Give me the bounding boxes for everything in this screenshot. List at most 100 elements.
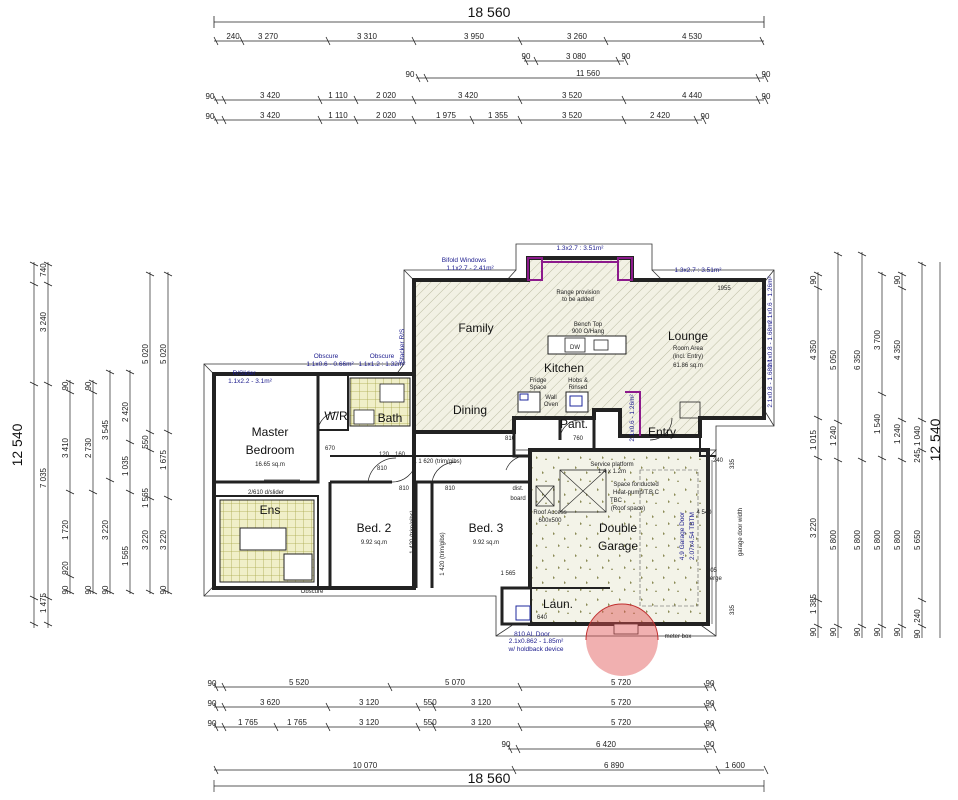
bottom-dim-row-3: 90 1 765 1 765 3 120 550 3 120 5 720 90 <box>208 718 715 728</box>
room-bed3: Bed. 3 <box>469 521 504 535</box>
room-labels: Family Lounge Room Area (incl. Entry) 61… <box>246 321 709 611</box>
room-lounge-sub: Room Area <box>673 346 704 352</box>
room-pantry: Pant. <box>560 417 588 431</box>
note-door-640: 640 <box>537 615 548 621</box>
dim-label: 3 120 <box>359 698 380 707</box>
dim-label: 90 <box>406 70 415 79</box>
left-dim-labels: 740 3 240 7 035 1 475 90 3 410 1 720 90 … <box>39 263 168 613</box>
dim-label: 90 <box>84 585 93 594</box>
dim-label: 5 720 <box>611 718 632 727</box>
dim-label: 5 520 <box>289 678 310 687</box>
dim-label: 5 800 <box>829 529 838 550</box>
note-garage-240: 240 <box>713 458 724 464</box>
room-bed2: Bed. 2 <box>357 521 392 535</box>
dim-label: 240 <box>913 609 922 623</box>
dim-label: 90 <box>762 92 771 101</box>
dim-label: 6 890 <box>604 761 625 770</box>
dim-label: 2 420 <box>121 401 130 422</box>
dim-label: 1 015 <box>809 429 818 450</box>
dim-label: 90 <box>206 92 215 101</box>
note-window-top-mid: 1.3x2.7 : 3.51m² <box>557 245 605 252</box>
dim-label: 3 420 <box>260 91 281 100</box>
room-bed3-area: 9.92 sq.m <box>473 540 499 546</box>
dim-label: 3 240 <box>39 311 48 332</box>
note-door-810c: 810 <box>445 486 456 492</box>
note-hobs-2: Rinsed <box>569 385 588 391</box>
dim-label: 3 410 <box>61 437 70 458</box>
top-ticks <box>213 36 769 125</box>
dim-label: 1 110 <box>328 111 348 120</box>
bathroom-tiles <box>219 377 411 583</box>
note-heatpump: Space for ducted <box>613 482 658 488</box>
overall-depth-left: 12 540 <box>9 423 25 466</box>
dim-label: 740 <box>39 263 48 277</box>
dim-label: 1 565 <box>121 545 130 566</box>
dim-label: 1 240 <box>893 423 902 444</box>
top-dim-row-5: 90 3 420 1 110 2 020 1 975 1 355 3 520 2… <box>206 111 710 121</box>
note-entry-window: 2.1x0.6 - 1.26m² <box>629 394 636 442</box>
note-garage-door: 4.9 Garage Door <box>679 511 686 560</box>
dim-label: 1 040 <box>913 425 922 446</box>
top-dimension-rows <box>214 40 764 121</box>
note-oven-2: Oven <box>544 402 558 408</box>
dim-label: 3 220 <box>159 529 168 550</box>
gully-trap-arc <box>585 603 659 641</box>
top-dim-row-1: 240 3 270 3 310 3 950 3 260 4 530 <box>226 32 702 41</box>
room-garage: Garage <box>598 539 638 553</box>
dim-label: 3 220 <box>141 529 150 550</box>
note-fridge: Fridge <box>529 378 547 384</box>
note-bifold: Bifold Windows <box>442 257 487 264</box>
room-master: Master <box>252 425 289 439</box>
room-ensuite: Ens <box>260 503 281 517</box>
dim-label: 90 <box>706 679 715 688</box>
top-dim-row-4: 90 3 420 1 110 2 020 3 420 3 520 4 440 9… <box>206 91 771 101</box>
note-obscure-2: Obscure <box>370 353 395 360</box>
dim-label: 90 <box>706 719 715 728</box>
dim-label: 90 <box>101 585 110 594</box>
note-stacker: Stacker R/S <box>399 328 406 363</box>
note-door-810a: 810 <box>377 466 388 472</box>
note-door-al: 810 Al. Door <box>514 631 551 638</box>
note-garage-width: garage door width <box>738 508 744 556</box>
note-door-810d: 810 <box>505 436 516 442</box>
room-bedroom: Bedroom <box>246 443 295 457</box>
note-rangehood: Range provision <box>556 290 599 296</box>
note-meter: meter box <box>665 634 692 640</box>
note-right-window-1: 2.1x0.6 - 1.26m² <box>767 276 774 324</box>
dim-label: 5 020 <box>159 343 168 364</box>
dim-label: 3 310 <box>357 32 378 41</box>
note-window-top-right: 1.3x2.7 : 3.51m² <box>675 267 723 274</box>
right-ticks <box>813 251 927 629</box>
dim-label: 1 765 <box>287 718 308 727</box>
dim-label: 550 <box>141 435 150 449</box>
dim-label: 2 420 <box>650 111 671 120</box>
dim-label: 3 120 <box>471 718 492 727</box>
dim-label: 5 800 <box>873 529 882 550</box>
note-garage-door-2: 2.07x4.54 TBTM <box>689 512 696 560</box>
note-hobs: Hobs & <box>568 378 588 384</box>
dim-label: 90 <box>84 381 93 390</box>
room-double: Double <box>599 521 637 535</box>
dim-label: 90 <box>809 275 818 284</box>
entry-porch <box>679 401 716 457</box>
annotation-notes: Bifold Windows 1.1x2.7 - 2.41m² 1.3x2.7 … <box>228 245 774 653</box>
dim-label: 90 <box>809 627 818 636</box>
bottom-dim-row-2: 90 3 620 3 120 550 3 120 5 720 90 <box>208 698 715 708</box>
dim-label: 90 <box>208 699 217 708</box>
dim-label: 90 <box>762 70 771 79</box>
dim-label: 4 530 <box>682 32 703 41</box>
dim-label: 3 220 <box>101 519 110 540</box>
dim-label: 2 020 <box>376 111 397 120</box>
dim-label: 5 070 <box>445 678 466 687</box>
dim-label: 3 620 <box>260 698 281 707</box>
dim-label: 90 <box>522 52 531 61</box>
dim-label: 1 035 <box>121 455 130 476</box>
dim-label: 3 120 <box>471 698 492 707</box>
dim-label: 10 070 <box>353 761 378 770</box>
dim-label: 5 800 <box>893 529 902 550</box>
dim-label: 5 020 <box>141 343 150 364</box>
room-dining: Dining <box>453 403 487 417</box>
dim-label: 1 720 <box>61 519 70 540</box>
dim-label: 90 <box>893 275 902 284</box>
left-dimension-lines <box>33 262 169 628</box>
